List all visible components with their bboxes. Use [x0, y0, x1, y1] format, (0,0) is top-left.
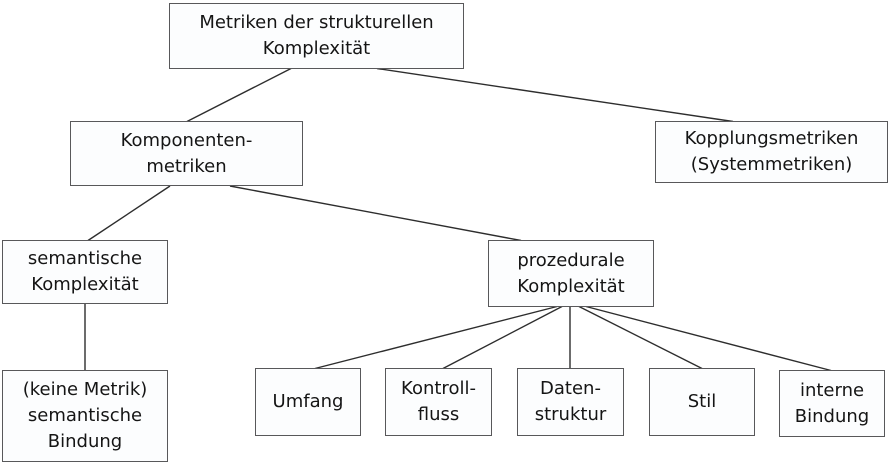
node-label-line: prozedurale	[517, 249, 625, 271]
node-metriken-der-strukturellen-komplexitaet: Metriken der strukturellen Komplexität	[169, 3, 464, 69]
edge-prozedurale-stil	[578, 305, 703, 370]
node-semantische-komplexitaet: semantische Komplexität	[2, 240, 168, 304]
node-datenstruktur: Daten- struktur	[517, 368, 624, 436]
node-komponentenmetriken: Komponenten- metriken	[70, 121, 303, 186]
node-stil: Stil	[649, 368, 755, 436]
node-label-line: Kontroll-	[401, 378, 476, 399]
edge-prozedurale-kontrollfluss	[442, 305, 563, 370]
edge-prozedurale-interne-bindung	[585, 305, 832, 372]
node-label-line: Komplexität	[262, 38, 371, 59]
edge-root-kopplung	[376, 67, 734, 123]
node-umfang: Umfang	[255, 368, 361, 436]
node-label-line: Daten-	[540, 378, 601, 399]
edge-komponenten-prozedurale	[229, 185, 522, 242]
node-label-line: interne	[799, 379, 865, 401]
node-label-line: Bindung	[794, 405, 870, 427]
node-label-line: (keine Metrik)	[22, 379, 148, 400]
node-label-line: Komplexität	[517, 275, 625, 297]
node-interne-bindung: interne Bindung	[779, 370, 885, 437]
edge-prozedurale-umfang	[314, 305, 558, 370]
node-label-line: (Systemmetriken)	[690, 154, 853, 175]
node-label-line: Bindung	[47, 431, 123, 452]
node-label-line: Komponenten-	[120, 129, 253, 151]
node-keine-metrik-semantische-bindung: (keine Metrik) semantische Bindung	[2, 370, 168, 462]
node-label-line: Umfang	[272, 391, 344, 412]
node-label-line: fluss	[417, 404, 460, 425]
edge-komponenten-semantische	[87, 185, 171, 242]
node-kontrollfluss: Kontroll- fluss	[385, 368, 492, 436]
node-label-line: Komplexität	[31, 274, 139, 295]
node-label-line: Stil	[687, 391, 717, 412]
node-label-line: Kopplungsmetriken	[684, 128, 859, 149]
node-label-line: metriken	[146, 155, 227, 177]
node-label-line: semantische	[27, 248, 143, 269]
node-prozedurale-komplexitaet: prozedurale Komplexität	[488, 240, 654, 307]
node-kopplungsmetriken: Kopplungsmetriken (Systemmetriken)	[655, 121, 888, 183]
edge-root-komponenten	[186, 67, 292, 123]
node-label-line: semantische	[27, 405, 143, 426]
node-label-line: Metriken der strukturellen	[199, 12, 434, 33]
node-label-line: struktur	[534, 404, 607, 425]
